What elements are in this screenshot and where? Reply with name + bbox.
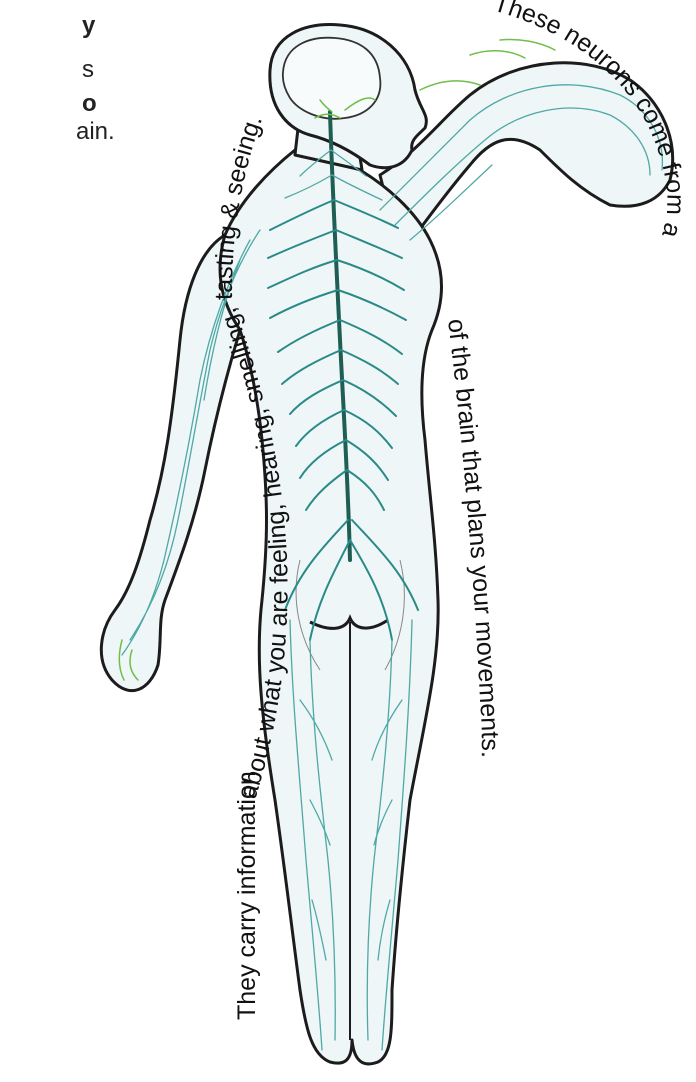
body-silhouette	[101, 25, 672, 1064]
label-right: of the brain that plans your movements.	[442, 317, 504, 758]
label-bottom-left: They carry information	[233, 771, 261, 1020]
